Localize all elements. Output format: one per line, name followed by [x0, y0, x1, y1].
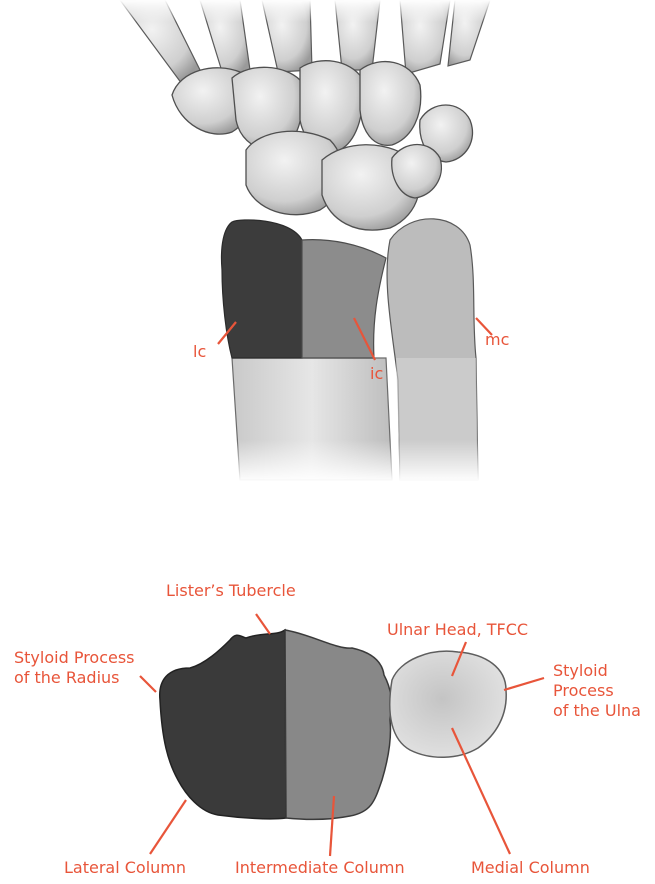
styloid-ulna-line-2: Process [553, 681, 641, 701]
medial-column-label: Medial Column [471, 858, 590, 878]
lc-label: lc [193, 342, 206, 362]
lower-articular-figure [140, 614, 544, 856]
styloid-ulna-line-3: of the Ulna [553, 701, 641, 721]
lateral-column-leader [150, 800, 186, 854]
styloid-ulna-leader [504, 678, 544, 690]
ic-label: ic [370, 364, 383, 384]
intermediate-column-surface [285, 630, 391, 819]
intermediate-column-label: Intermediate Column [235, 858, 405, 878]
upper-wrist-figure [100, 0, 520, 482]
listers-tubercle-leader [256, 614, 270, 634]
intermediate-column-region [302, 240, 386, 358]
styloid-ulna-line-1: Styloid [553, 661, 641, 681]
styloid-ulna-label: Styloid Process of the Ulna [553, 661, 641, 721]
ulnar-head-surface [390, 651, 506, 757]
lateral-column-region [221, 220, 302, 358]
top-fade [100, 0, 520, 22]
styloid-radius-leader [140, 676, 156, 692]
carpal-bones [172, 61, 473, 230]
ulnar-head-label: Ulnar Head, TFCC [387, 620, 528, 640]
lateral-column-label: Lateral Column [64, 858, 186, 878]
mc-label: mc [485, 330, 509, 350]
listers-tubercle-label: Lister’s Tubercle [166, 581, 296, 601]
styloid-radius-label: Styloid Process of the Radius [14, 648, 135, 688]
lateral-column-surface [160, 630, 286, 819]
styloid-radius-line-1: Styloid Process [14, 648, 135, 668]
bottom-fade [220, 440, 490, 482]
styloid-radius-line-2: of the Radius [14, 668, 135, 688]
medial-column-leader [452, 728, 510, 854]
